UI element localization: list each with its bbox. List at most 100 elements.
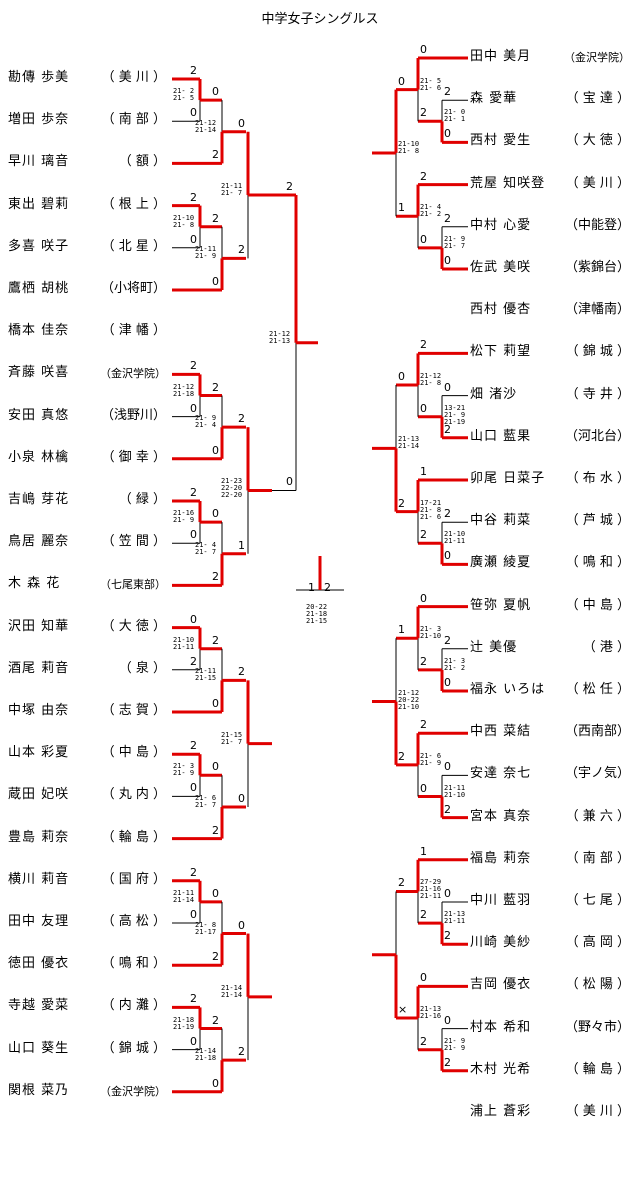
player-school: （金沢学院）: [100, 1084, 166, 1098]
player-name: 多喜 咲子: [8, 238, 70, 254]
player-name: 早川 璃音: [8, 154, 70, 170]
player-school: （ 笠 間 ）: [101, 534, 166, 550]
match-score: 21-12 21-13: [269, 329, 291, 345]
player-school: （ 鳴 和 ）: [565, 555, 630, 571]
player-name: 安達 奈七: [470, 766, 532, 782]
player-name: 福島 莉奈: [470, 850, 532, 866]
match-score: 21-13 21-11: [444, 910, 466, 926]
match-games: 2: [444, 422, 451, 436]
player-school: （金沢学院）: [564, 51, 630, 64]
match-games: 0: [190, 908, 197, 921]
player-school: （野々市）: [564, 1019, 630, 1035]
match-games: 2: [212, 211, 219, 225]
player-school: （浅野川）: [100, 407, 166, 423]
player-school: （津幡南）: [564, 302, 630, 318]
match-score: 21-16 21- 9: [173, 509, 195, 525]
match-games: 2: [444, 1055, 451, 1069]
match-games: 2: [398, 876, 405, 890]
match-score: 27-29 21-16 21-11: [420, 878, 442, 901]
match-games: 1: [398, 623, 405, 637]
match-games: 1: [420, 844, 427, 858]
player-name: 森 愛華: [470, 91, 518, 107]
player-name: 木村 光希: [470, 1061, 532, 1077]
player-school: （ 津 幡 ）: [101, 323, 166, 339]
player-school: （ 額 ）: [118, 154, 166, 170]
match-games: 0: [212, 507, 219, 521]
match-games: 0: [398, 370, 405, 384]
match-games: 0: [212, 275, 219, 288]
match-score: 21-23 22-20 22-20: [221, 477, 243, 500]
match-score: 21-10 21-11: [444, 530, 466, 546]
player-school: （ 美 川 ）: [565, 1104, 630, 1119]
match-games: 2: [420, 106, 427, 120]
player-school: （ 寺 井 ）: [565, 386, 630, 402]
player-name: 山口 葵生: [8, 1040, 70, 1056]
match-games: 0: [238, 918, 245, 932]
match-games: 2: [212, 380, 219, 394]
match-games: 2: [212, 633, 219, 647]
player-name: 寺越 愛菜: [8, 998, 70, 1014]
player-school: （ 高 岡 ）: [565, 935, 630, 951]
player-name: 豊島 莉奈: [8, 829, 70, 845]
player-name: 勘傳 歩美: [8, 70, 70, 85]
match-games: 0: [190, 528, 197, 542]
player-name: 関根 菜乃: [8, 1082, 70, 1098]
match-games: 0: [444, 887, 451, 900]
match-games: 0: [190, 781, 197, 795]
match-games: 2: [444, 85, 451, 99]
player-school: （河北台）: [564, 428, 630, 444]
player-school: （紫錦台）: [564, 260, 630, 275]
match-score: 21-11 21-15: [195, 667, 217, 683]
match-score: 21-10 21- 8: [398, 139, 420, 155]
match-score: 21-10 21- 8: [173, 213, 195, 229]
match-games: 2: [444, 929, 451, 943]
player-school: （七尾東部）: [100, 578, 166, 592]
match-score: 21- 2 21- 5: [173, 87, 195, 103]
player-school: （ 南 部 ）: [565, 850, 630, 866]
player-school: （ 輪 島 ）: [565, 1061, 630, 1077]
match-games: 0: [212, 886, 219, 900]
player-name: 田中 美月: [470, 49, 532, 64]
player-school: （宇ノ気）: [564, 766, 630, 782]
final-left-games: 1: [308, 581, 315, 594]
player-name: 横川 莉音: [8, 871, 70, 887]
match-score: 21- 4 21- 2: [420, 203, 442, 219]
match-score: 21-12 21-14: [195, 118, 217, 134]
page-title: 中学女子シングルス: [261, 12, 379, 27]
match-games: 0: [190, 232, 197, 246]
match-score: 21- 6 21- 9: [420, 751, 442, 767]
player-name: 松下 莉望: [470, 344, 532, 360]
match-score: 21-12 21- 8: [420, 372, 442, 388]
match-games: 2: [212, 823, 219, 837]
player-name: 荒屋 知咲登: [470, 175, 546, 191]
player-school: （ 芦 城 ）: [565, 513, 630, 529]
match-score: 21-13 21-14: [398, 435, 420, 451]
match-score: 21-14 21-18: [195, 1047, 217, 1063]
match-games: 0: [190, 612, 197, 626]
match-games: 2: [238, 243, 245, 257]
match-score: 21-11 21-14: [173, 888, 195, 904]
match-games: 1: [238, 538, 245, 552]
player-school: （ 北 星 ）: [101, 238, 166, 254]
match-score: 21- 3 21- 2: [444, 656, 466, 672]
player-name: 西村 愛生: [470, 133, 532, 149]
match-games: 0: [190, 106, 197, 120]
player-name: 東出 碧莉: [8, 196, 70, 212]
player-school: （ 松 任 ）: [565, 682, 630, 697]
player-school: （ 中 島 ）: [101, 745, 166, 761]
match-games: 0: [444, 549, 451, 563]
match-games: 2: [190, 992, 197, 1006]
match-games: 2: [444, 211, 451, 225]
player-name: 笹弥 夏帆: [470, 597, 532, 613]
match-games: 0: [212, 1076, 219, 1090]
player-name: 中谷 莉菜: [470, 513, 532, 529]
player-name: 卯尾 日菜子: [470, 471, 546, 486]
player-name: 安田 真悠: [8, 407, 70, 423]
player-name: 佐武 美咲: [470, 260, 532, 275]
player-name: 小泉 林檎: [8, 449, 70, 465]
player-school: （ 緑 ）: [118, 492, 166, 507]
match-score: 21- 9 21- 7: [444, 234, 466, 250]
match-games: 0: [238, 116, 245, 130]
match-score: 21-15 21- 7: [221, 730, 243, 746]
player-name: 増田 歩奈: [8, 112, 70, 128]
